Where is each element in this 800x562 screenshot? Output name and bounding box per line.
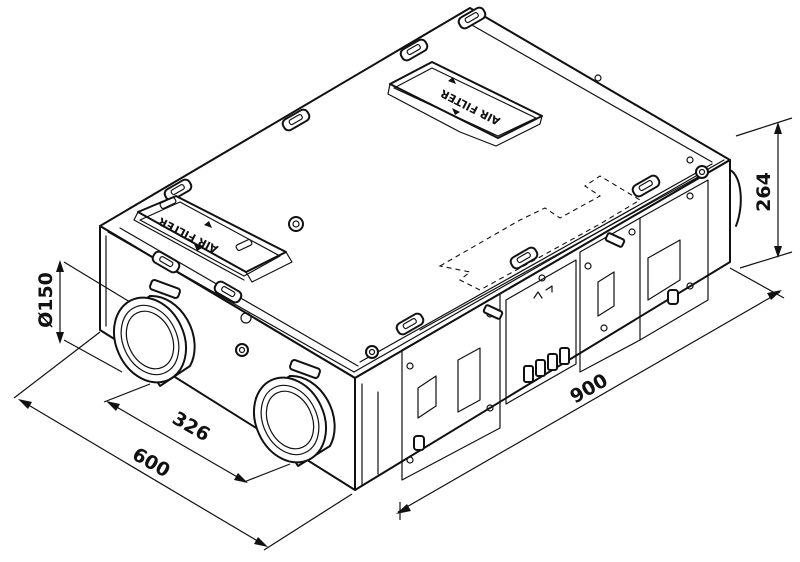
right-spigot bbox=[253, 359, 336, 467]
left-spigot bbox=[113, 279, 196, 387]
hidden-outline bbox=[438, 175, 642, 291]
bracket bbox=[509, 246, 539, 270]
height-dimension-label: 264 bbox=[753, 172, 775, 212]
cable-glands bbox=[523, 347, 570, 383]
bracket bbox=[281, 108, 311, 132]
bracket bbox=[213, 280, 243, 304]
width-dimension-label: 600 bbox=[128, 443, 173, 482]
dimension-height: 264 bbox=[735, 117, 793, 269]
bracket bbox=[631, 174, 661, 198]
bracket bbox=[151, 250, 181, 274]
drain-nipple bbox=[413, 232, 679, 451]
side-panels bbox=[401, 179, 709, 481]
mounting-brackets bbox=[151, 6, 661, 336]
rear-spigot bbox=[729, 169, 742, 227]
bracket bbox=[395, 312, 425, 336]
diameter-dimension-label: Ø150 bbox=[35, 272, 57, 328]
bracket bbox=[399, 38, 429, 62]
bracket bbox=[163, 178, 193, 202]
bracket bbox=[457, 6, 487, 30]
dimension-spigot-diameter: Ø150 bbox=[35, 260, 131, 373]
corner-bolts bbox=[288, 74, 709, 359]
side-face bbox=[354, 159, 731, 491]
